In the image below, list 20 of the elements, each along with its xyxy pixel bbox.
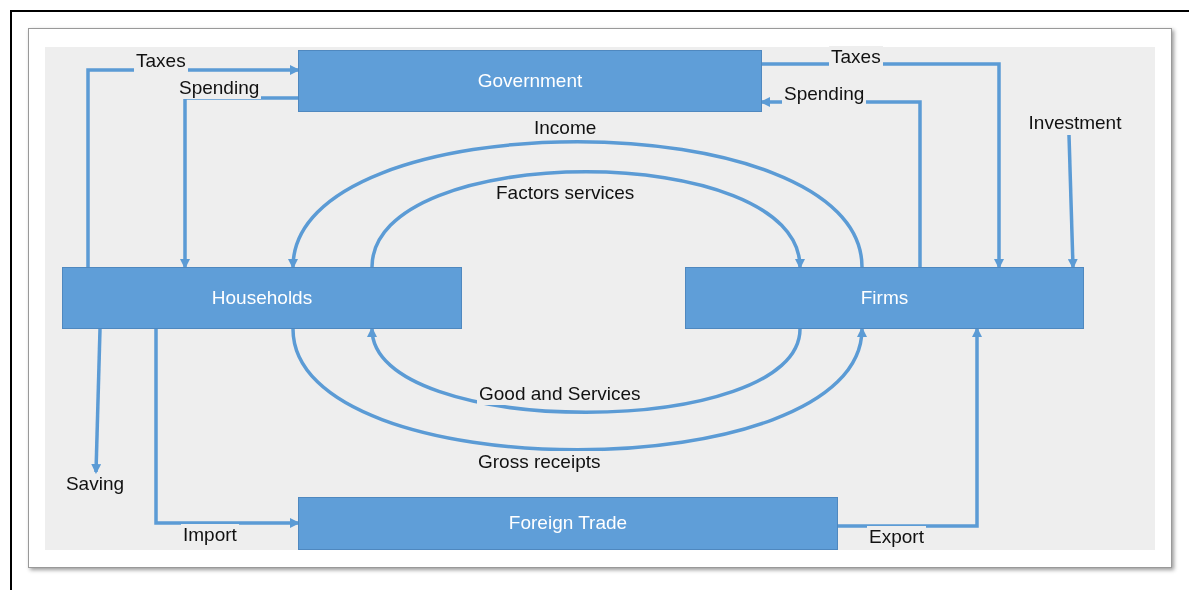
edge-label: Gross receipts xyxy=(476,451,603,473)
flow-label: Investment xyxy=(1003,111,1147,135)
arrow xyxy=(91,328,102,474)
sector-box: Households xyxy=(62,267,462,329)
arrow xyxy=(838,327,982,528)
sector-box: Government xyxy=(298,50,762,112)
edge-label: Export xyxy=(867,526,926,548)
sector-box: Foreign Trade xyxy=(298,497,838,550)
edge-label: Taxes xyxy=(829,46,883,68)
arrow xyxy=(180,96,298,269)
arrow xyxy=(370,170,803,269)
flow-label: Saving xyxy=(52,472,138,496)
sector-box: Firms xyxy=(685,267,1084,329)
arrow xyxy=(1067,134,1078,269)
arrow xyxy=(154,329,300,528)
arrow xyxy=(762,62,1004,269)
arrow xyxy=(291,327,865,452)
edge-label: Import xyxy=(181,524,239,546)
arrow xyxy=(290,140,864,269)
arrow xyxy=(369,327,802,414)
